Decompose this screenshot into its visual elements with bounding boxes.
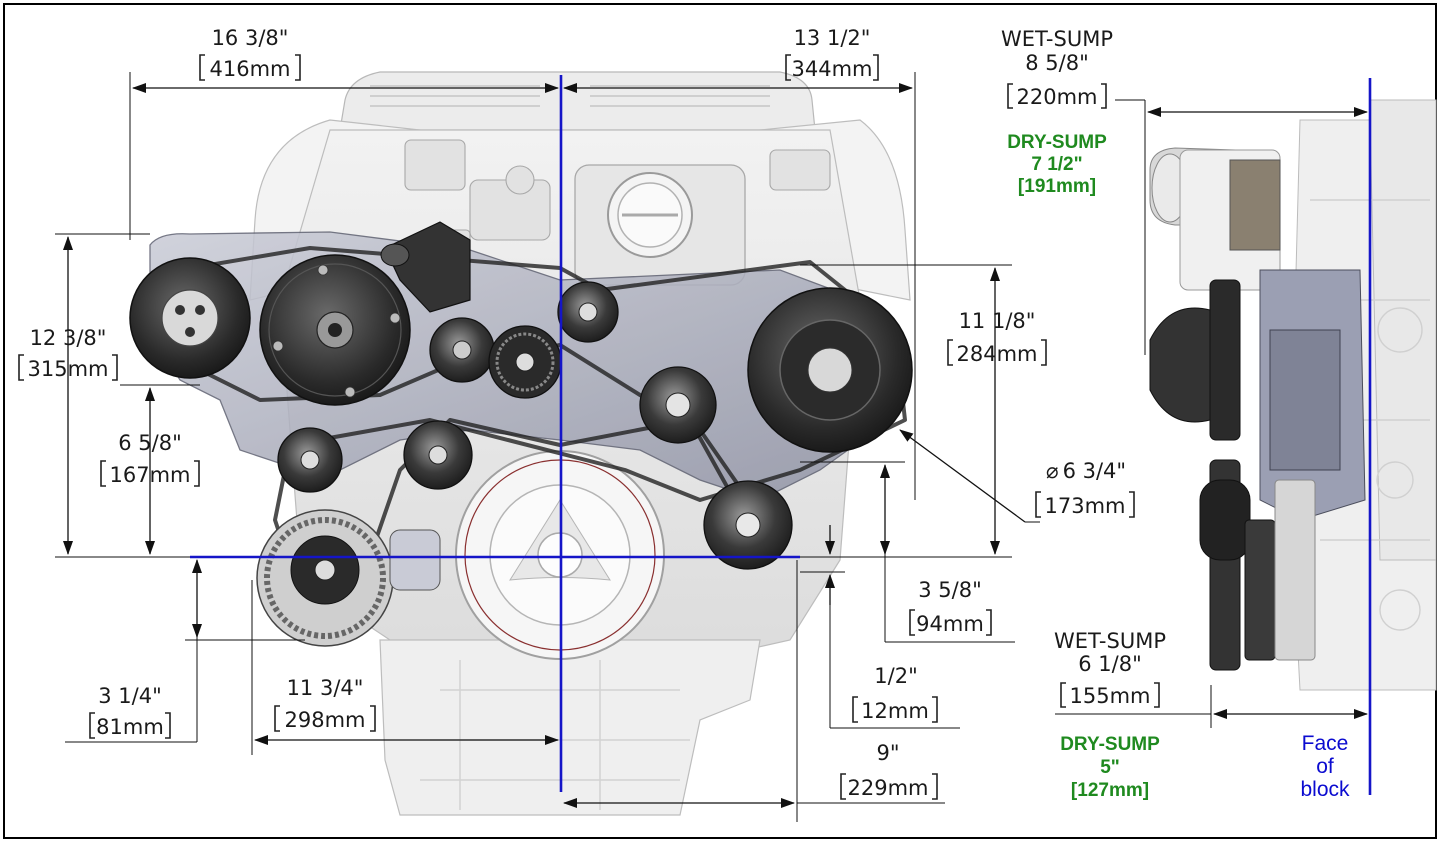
dim-pulley-diameter-mm: 173mm — [1045, 494, 1126, 518]
side-top-wet-label: WET-SUMP — [1001, 27, 1113, 51]
side-top-dry-label: DRY-SUMP — [1007, 132, 1107, 153]
dim-below-left: 3 1/4" 81mm — [89, 684, 171, 739]
side-top-wet-mm: 220mm — [1017, 85, 1098, 109]
dim-height-left-inner: 6 5/8" 167mm — [100, 431, 200, 487]
diameter-symbol: ⌀ — [1046, 459, 1059, 483]
dimension-lines — [55, 72, 1368, 822]
engine-front-view — [129, 71, 913, 816]
dim-width-top-right-in: 13 1/2" — [794, 26, 871, 50]
face-of-block-label: Face of block — [1300, 732, 1350, 801]
dim-bottom-width-right: 9" 229mm — [840, 741, 938, 800]
side-bottom-dry-in: 5" — [1100, 757, 1120, 778]
side-top-dimension: WET-SUMP 8 5/8" 220mm DRY-SUMP 7 1/2" [1… — [1001, 27, 1113, 197]
centerlines — [190, 75, 1372, 795]
dim-small-offset-mm: 12mm — [861, 699, 929, 723]
side-bottom-dimension: WET-SUMP 6 1/8" 155mm DRY-SUMP 5" [127mm… — [1054, 629, 1166, 801]
dim-height-left-outer: 12 3/8" 315mm — [18, 326, 118, 381]
dim-width-top-left-in: 16 3/8" — [212, 26, 289, 50]
dim-width-top-right: 13 1/2" 344mm — [785, 26, 879, 81]
dim-height-left-outer-in: 12 3/8" — [30, 326, 107, 350]
dim-bottom-width-right-mm: 229mm — [848, 776, 929, 800]
dim-pulley-diameter: ⌀6 3/4" 173mm — [1035, 459, 1135, 518]
dim-pulley-diameter-in: 6 3/4" — [1063, 459, 1127, 483]
dim-bottom-width-left-in: 11 3/4" — [287, 676, 364, 700]
dim-height-low-right: 3 5/8" 94mm — [909, 578, 992, 636]
dim-width-top-left: 16 3/8" 416mm — [199, 26, 301, 81]
side-bottom-dry-mm: [127mm] — [1071, 780, 1149, 801]
face-label-line-3: block — [1300, 778, 1350, 801]
engine-side-view — [1149, 99, 1437, 691]
dim-height-low-right-in: 3 5/8" — [918, 578, 982, 602]
dim-small-offset: 1/2" 12mm — [852, 664, 938, 723]
dim-below-left-mm: 81mm — [96, 715, 164, 739]
dim-bottom-width-right-in: 9" — [876, 741, 899, 765]
face-label-line-2: of — [1316, 755, 1334, 778]
dim-width-top-right-mm: 344mm — [792, 57, 873, 81]
side-bottom-dry-label: DRY-SUMP — [1060, 734, 1160, 755]
face-label-line-1: Face — [1302, 732, 1349, 755]
side-bottom-wet-mm: 155mm — [1070, 684, 1151, 708]
dim-bottom-width-left-mm: 298mm — [285, 708, 366, 732]
dim-height-left-outer-mm: 315mm — [28, 357, 109, 381]
dim-height-left-inner-mm: 167mm — [110, 463, 191, 487]
side-top-wet-in: 8 5/8" — [1025, 51, 1089, 75]
dim-below-left-in: 3 1/4" — [98, 684, 162, 708]
side-bottom-wet-in: 6 1/8" — [1078, 652, 1142, 676]
dim-height-right: 11 1/8" 284mm — [947, 309, 1047, 366]
dim-height-left-inner-in: 6 5/8" — [118, 431, 182, 455]
dim-bottom-width-left: 11 3/4" 298mm — [274, 676, 376, 732]
side-top-dry-mm: [191mm] — [1018, 176, 1096, 197]
dim-height-low-right-mm: 94mm — [916, 612, 984, 636]
svg-text:⌀6 3/4": ⌀6 3/4" — [1046, 459, 1126, 483]
dim-small-offset-in: 1/2" — [874, 664, 917, 688]
side-top-dry-in: 7 1/2" — [1031, 154, 1082, 175]
dim-width-top-left-mm: 416mm — [210, 57, 291, 81]
dim-height-right-in: 11 1/8" — [959, 309, 1036, 333]
dim-height-right-mm: 284mm — [957, 342, 1038, 366]
side-bottom-wet-label: WET-SUMP — [1054, 629, 1166, 653]
